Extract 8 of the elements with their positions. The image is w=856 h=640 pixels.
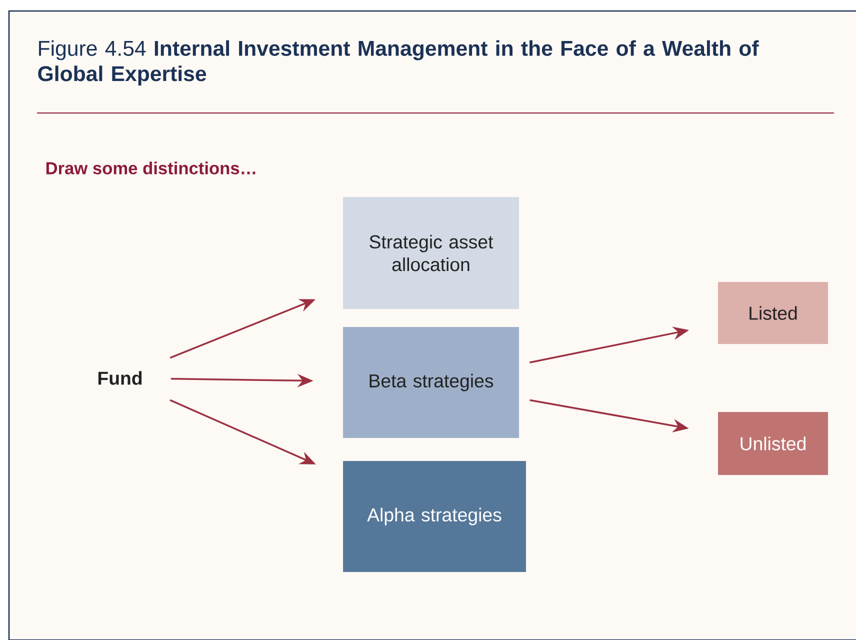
category-box: Unlisted bbox=[718, 412, 828, 475]
figure-title: Figure 4.54 Internal Investment Management in the Face of a Wealth of Global Expertise bbox=[38, 40, 759, 86]
subheading: Draw some distinctions… bbox=[46, 162, 256, 174]
category-box: Alpha strategies bbox=[343, 461, 526, 572]
category-box: Listed bbox=[718, 282, 828, 344]
node-label: Fund bbox=[98, 371, 142, 385]
category-box: Beta strategies bbox=[343, 327, 519, 438]
category-box: Strategic asset allocation bbox=[343, 197, 519, 309]
